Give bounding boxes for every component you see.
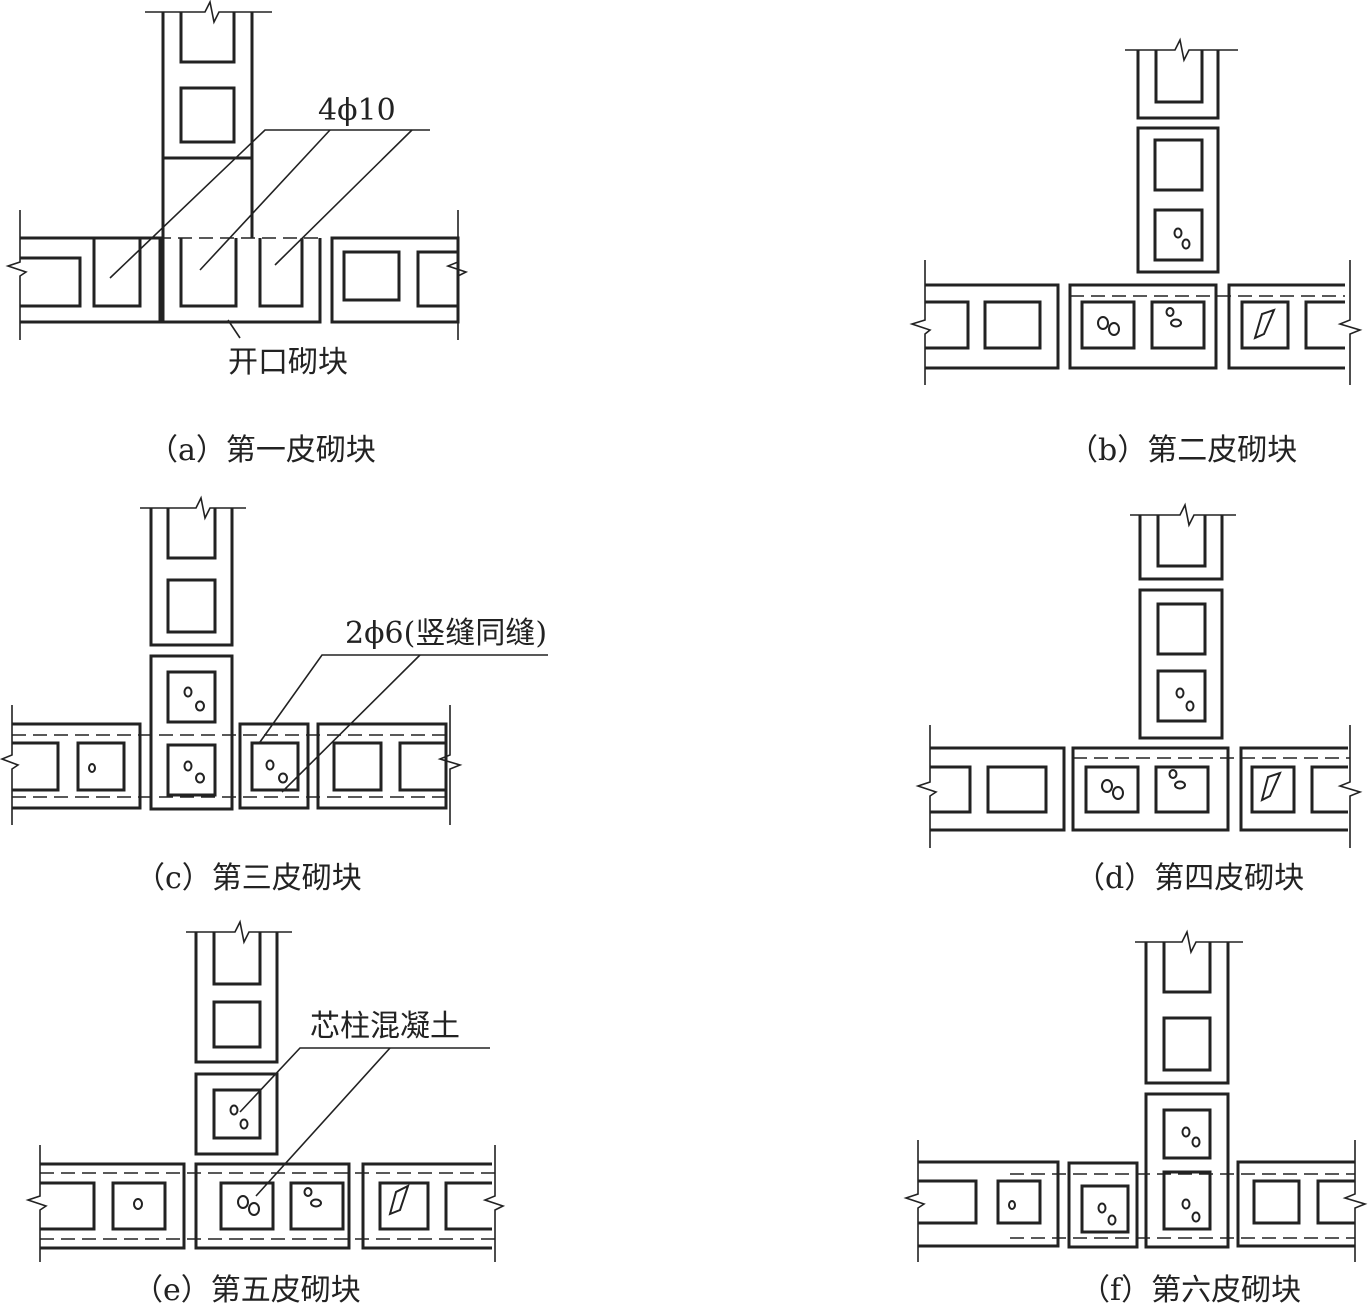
open-block-label: 开口砌块 [228, 345, 348, 380]
panel-a: 4ϕ10 开口砌块 （a）第一皮砌块 [5, 0, 469, 468]
core-concrete-label: 芯柱混凝土 [310, 1009, 460, 1044]
rebar-label-2phi6: 2ϕ6(竖缝同缝) [345, 616, 547, 651]
caption-e: （e）第五皮砌块 [133, 1273, 361, 1305]
caption-c: （c）第三皮砌块 [135, 861, 362, 896]
caption-d: （d）第四皮砌块 [1075, 861, 1304, 896]
rebar-label-4phi10: 4ϕ10 [318, 93, 396, 128]
panel-d: （d）第四皮砌块 [915, 502, 1363, 896]
panel-c: 2ϕ6(竖缝同缝) （c）第三皮砌块 [0, 495, 548, 896]
caption-f: （f）第六皮砌块 [1080, 1273, 1301, 1305]
panel-f: （f）第六皮砌块 [903, 929, 1368, 1305]
caption-b: （b）第二皮砌块 [1068, 433, 1297, 468]
caption-a: （a）第一皮砌块 [148, 433, 376, 468]
panel-e: 芯柱混凝土 （e）第五皮砌块 [25, 919, 506, 1305]
panel-b: （b）第二皮砌块 [909, 37, 1363, 468]
